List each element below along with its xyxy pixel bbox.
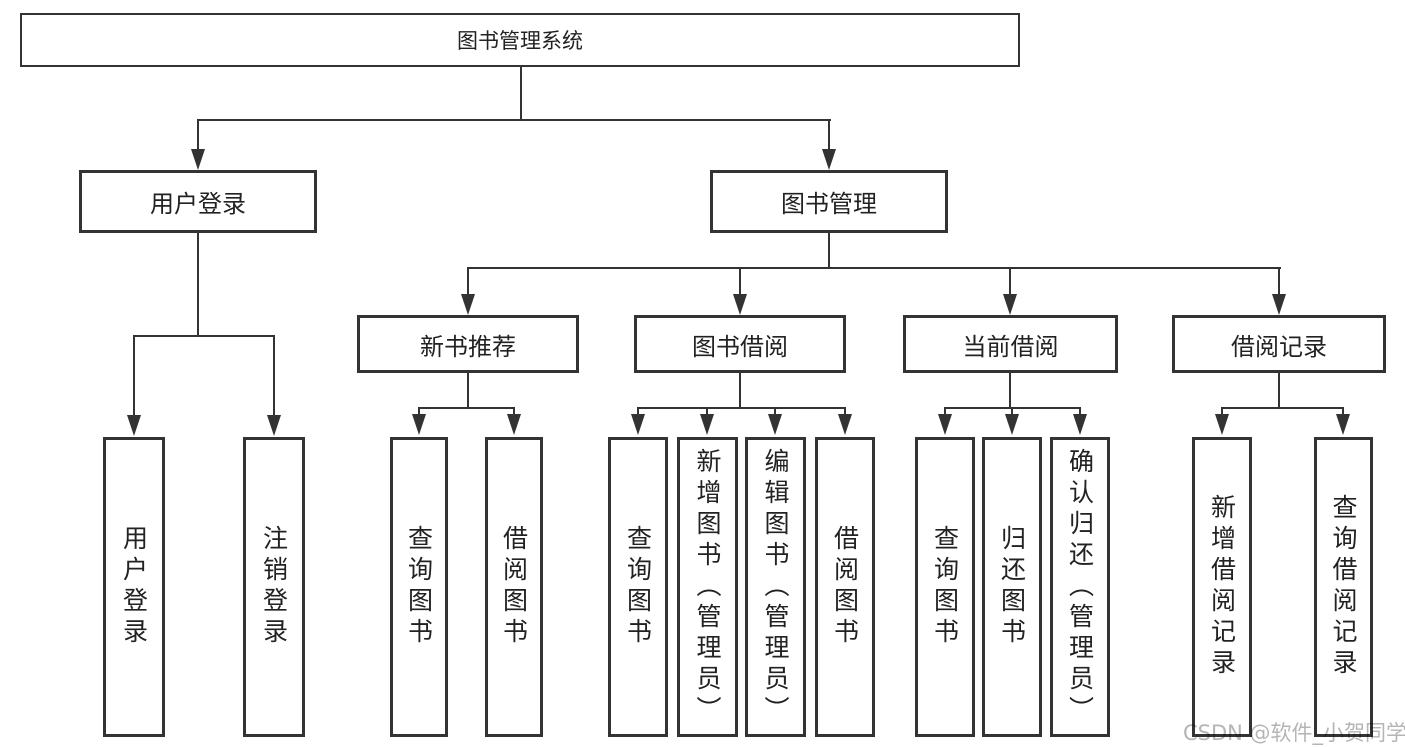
- connector-sec1-child0: [637, 407, 639, 416]
- arrowhead-down-icon: [412, 414, 426, 435]
- leaf-add-borrow-record-label: 新增借阅记录: [1207, 494, 1237, 680]
- arrowhead-down-icon: [838, 414, 852, 435]
- leaf-logout: 注销登录: [243, 437, 305, 737]
- arrowhead-down-icon: [822, 149, 836, 170]
- connector-sec0-stem: [467, 373, 469, 409]
- new-book-rec-label: 新书推荐: [420, 332, 516, 361]
- leaf-query-borrow-record-label: 查询借阅记录: [1329, 494, 1358, 680]
- arrowhead-down-icon: [1215, 414, 1229, 435]
- arrowhead-down-icon: [507, 414, 521, 435]
- connector-sec2-child2: [1079, 407, 1081, 416]
- arrowhead-down-icon: [1005, 414, 1019, 435]
- connector-sec0-child1: [513, 407, 515, 416]
- connector-sec2-stem: [1009, 373, 1011, 409]
- connector-sec2-child1: [1011, 407, 1013, 416]
- book-mgmt-branch-label: 图书管理: [781, 190, 877, 218]
- arrowhead-down-icon: [631, 414, 645, 435]
- connector-to-leaf-logout: [273, 335, 275, 416]
- leaf-user-login: 用户登录: [103, 437, 165, 737]
- connector-to-book-borrow: [739, 267, 741, 296]
- leaf-borrow-books: 借阅图书: [815, 437, 875, 737]
- connector-sec1-stem: [739, 373, 741, 409]
- connector-sec1-child1: [706, 407, 708, 416]
- root-label: 图书管理系统: [457, 29, 583, 53]
- leaf-rec-query-books-label: 查询图书: [404, 525, 434, 649]
- leaf-edit-books-admin-label: 编辑图书（管理员）: [761, 447, 790, 727]
- arrowhead-down-icon: [461, 294, 475, 315]
- connector-to-leaf-user-login: [133, 335, 135, 416]
- leaf-user-login-label: 用户登录: [119, 525, 149, 649]
- arrowhead-down-icon: [700, 414, 714, 435]
- connector-sec1-child3: [844, 407, 846, 416]
- connector-to-book-mgmt: [828, 119, 830, 152]
- connector-sec3-stem: [1278, 373, 1280, 409]
- connector-sec1-distributor: [637, 407, 846, 409]
- arrowhead-down-icon: [733, 294, 747, 315]
- connector-mgmt-stem: [828, 233, 830, 269]
- current-borrow-label: 当前借阅: [962, 332, 1059, 361]
- node-book-borrow: 图书借阅: [634, 315, 846, 373]
- connector-user-stem: [197, 233, 199, 337]
- connector-sec2-child0: [944, 407, 946, 416]
- leaf-add-books-admin: 新增图书（管理员）: [677, 437, 738, 737]
- borrow-records-label: 借阅记录: [1231, 332, 1327, 361]
- leaf-confirm-return-admin: 确认归还（管理员）: [1050, 437, 1110, 737]
- connector-to-borrow-records: [1278, 267, 1280, 296]
- arrowhead-down-icon: [1272, 294, 1286, 315]
- csdn-watermark: CSDN @软件_小贺同学: [1183, 721, 1405, 745]
- leaf-confirm-return-admin-label: 确认归还（管理员）: [1065, 447, 1095, 727]
- arrowhead-down-icon: [1073, 414, 1087, 435]
- arrowhead-down-icon: [938, 414, 952, 435]
- leaf-current-query-books: 查询图书: [915, 437, 975, 737]
- node-new-book-rec: 新书推荐: [357, 315, 579, 373]
- connector-sec3-distributor: [1221, 407, 1344, 409]
- leaf-add-books-admin-label: 新增图书（管理员）: [693, 447, 722, 727]
- arrowhead-down-icon: [127, 415, 141, 436]
- connector-mgmt-distributor: [467, 267, 1281, 269]
- arrowhead-down-icon: [768, 414, 782, 435]
- user-login-branch-label: 用户登录: [150, 190, 246, 218]
- node-current-borrow: 当前借阅: [903, 315, 1118, 373]
- leaf-query-borrow-record: 查询借阅记录: [1314, 437, 1373, 737]
- node-borrow-records: 借阅记录: [1172, 315, 1386, 373]
- connector-root-stem: [520, 67, 522, 121]
- connector-sec0-distributor: [418, 407, 515, 409]
- leaf-edit-books-admin: 编辑图书（管理员）: [745, 437, 806, 737]
- connector-sec0-child0: [418, 407, 420, 416]
- node-book-mgmt-branch: 图书管理: [710, 170, 948, 233]
- connector-user-distributor: [133, 335, 275, 337]
- connector-level1-distributor: [197, 119, 831, 121]
- node-root-system: 图书管理系统: [20, 13, 1020, 67]
- leaf-borrow-books-label: 借阅图书: [830, 525, 860, 649]
- arrowhead-down-icon: [1336, 414, 1350, 435]
- leaf-borrow-query-books-label: 查询图书: [623, 525, 653, 649]
- leaf-rec-borrow-books: 借阅图书: [485, 437, 543, 737]
- node-user-login-branch: 用户登录: [79, 170, 317, 233]
- connector-to-user-login: [197, 119, 199, 152]
- connector-sec1-child2: [774, 407, 776, 416]
- leaf-return-books-label: 归还图书: [997, 525, 1027, 649]
- connector-to-new-book-rec: [467, 267, 469, 296]
- arrowhead-down-icon: [267, 415, 281, 436]
- book-borrow-label: 图书借阅: [692, 332, 788, 361]
- leaf-borrow-query-books: 查询图书: [608, 437, 668, 737]
- leaf-return-books: 归还图书: [982, 437, 1042, 737]
- leaf-logout-label: 注销登录: [259, 525, 289, 649]
- leaf-add-borrow-record: 新增借阅记录: [1192, 437, 1252, 737]
- leaf-rec-borrow-books-label: 借阅图书: [499, 525, 529, 649]
- connector-to-current-borrow: [1009, 267, 1011, 296]
- arrowhead-down-icon: [191, 149, 205, 170]
- connector-sec3-child1: [1342, 407, 1344, 416]
- leaf-rec-query-books: 查询图书: [390, 437, 448, 737]
- connector-sec3-child0: [1221, 407, 1223, 416]
- arrowhead-down-icon: [1003, 294, 1017, 315]
- leaf-current-query-books-label: 查询图书: [930, 525, 960, 649]
